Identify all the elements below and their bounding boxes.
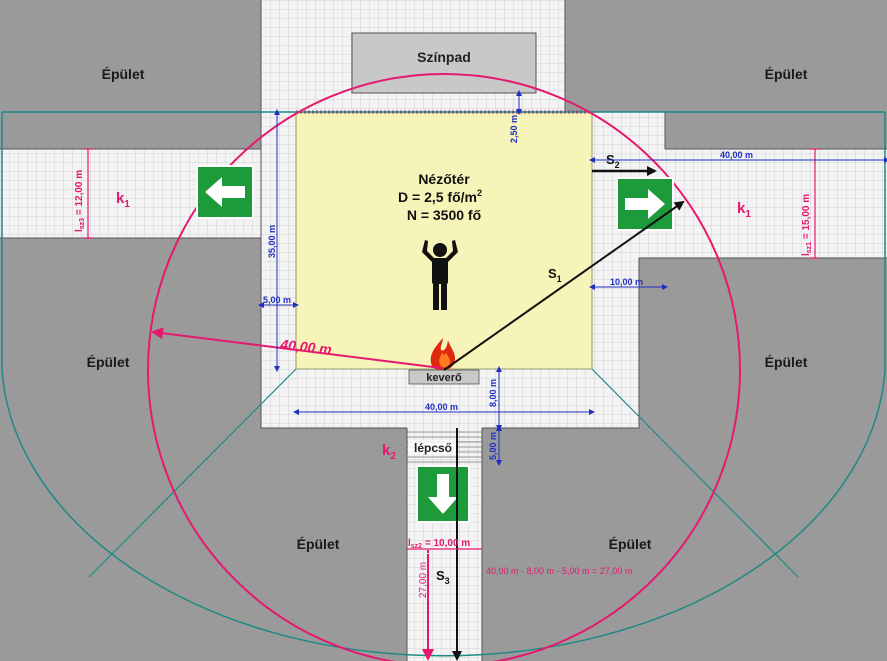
radius-label: 40,00 m (279, 336, 333, 357)
fire-icon (430, 338, 456, 371)
exit-width-right: lsz1 = 15,00 m (801, 194, 813, 256)
dim-left-height: 35,00 m (267, 225, 277, 258)
building-label: Épület (765, 66, 808, 82)
dim-gap-top: 2,50 m (509, 115, 519, 143)
stair-treads (407, 431, 482, 463)
building-label: Épület (87, 354, 130, 370)
exit-sign-right (616, 177, 674, 231)
audience-count: N = 3500 fő (407, 207, 481, 223)
building-top-left (0, 0, 261, 149)
building-left (0, 238, 407, 661)
audience-title: Nézőtér (418, 171, 470, 187)
building-label: Épület (765, 354, 808, 370)
arrow-left-icon (205, 177, 245, 207)
stair-length-label: 27,00 m (418, 562, 429, 598)
right-corridor (639, 149, 887, 258)
exit-width-left: lsz3 = 12,00 m (74, 170, 86, 232)
audience-area (295, 111, 593, 370)
building-right (482, 258, 887, 661)
exit-sign-down (416, 465, 470, 523)
stage-label: Színpad (417, 49, 471, 65)
arrow-right-icon (625, 189, 665, 219)
stairs-label: lépcső (414, 441, 452, 455)
dim-right-offset: 10,00 m (610, 277, 643, 287)
calc-label: 40,00 m - 8,00 m - 5,00 m = 27,00 m (486, 566, 632, 576)
dimension-lines (258, 90, 887, 466)
dim-left-offset: 5,00 m (263, 295, 291, 305)
path-s1-label: S1 (548, 266, 562, 284)
teal-arc (1, 369, 886, 657)
person-icon (422, 240, 458, 310)
mixer-label: keverő (426, 372, 462, 384)
arrow-down-icon (428, 474, 458, 514)
dim-bottom-width: 40,00 m (425, 402, 458, 412)
path-s3-label: S3 (436, 568, 450, 586)
circle-k2-label: k2 (382, 442, 396, 462)
exit-width-bottom: lsz2 = 10,00 m (408, 538, 470, 550)
circle-k1-left-label: k1 (116, 190, 130, 210)
dim-right-corridor: 40,00 m (720, 150, 753, 160)
dim-stair-gap: 5,00 m (488, 432, 498, 460)
exit-sign-left (196, 165, 254, 219)
building-label: Épület (609, 536, 652, 552)
circle-k1-right-label: k1 (737, 200, 751, 220)
building-label: Épület (102, 66, 145, 82)
stage-block (351, 32, 537, 94)
audience-density: D = 2,5 fő/m2 (398, 188, 482, 205)
radius-40m-line (151, 327, 442, 369)
path-s1-line (443, 200, 685, 371)
radius-circle-k1 (147, 73, 741, 661)
building-label: Épület (297, 536, 340, 552)
dim-bottom-gap: 8,00 m (488, 379, 498, 407)
